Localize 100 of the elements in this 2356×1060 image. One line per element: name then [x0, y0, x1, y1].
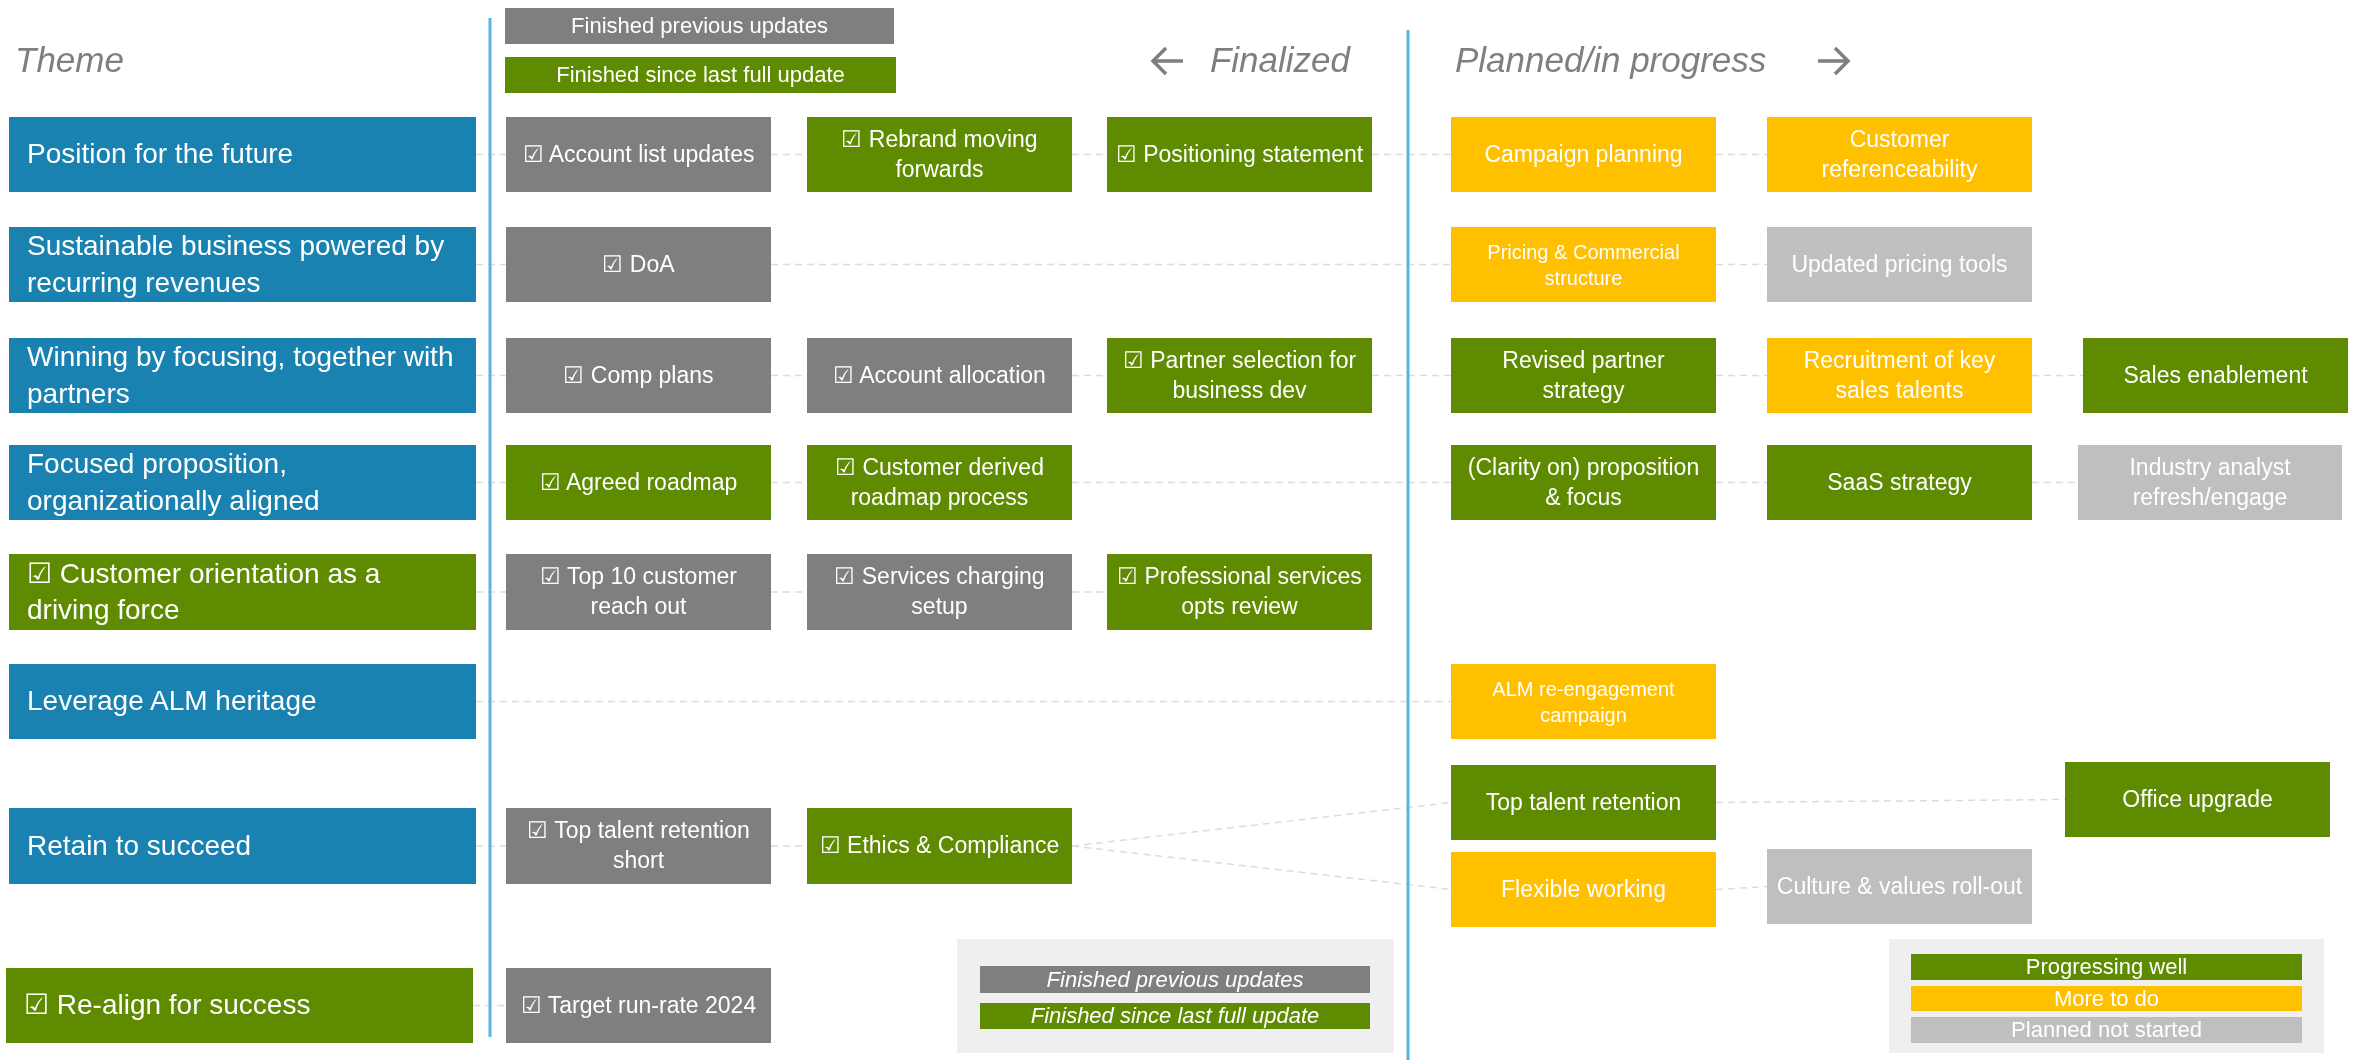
connector-line [1715, 263, 1768, 266]
connector-line [1371, 374, 1452, 377]
task-label: ☑ Partner selection for business dev [1121, 345, 1358, 405]
connector-line [2031, 374, 2084, 377]
task-label: ☑ Top 10 customer reach out [539, 562, 738, 621]
connector-line [770, 263, 1452, 266]
task-box [807, 338, 1072, 413]
legend-label: More to do [2053, 985, 2160, 1012]
theme-label: Retain to succeed [27, 828, 252, 863]
task-label: ALM re-engagement campaign [1491, 676, 1676, 728]
task-label: Customer referenceability [1820, 124, 1979, 184]
legend-label: Finished previous updates [571, 13, 828, 39]
connector-line [1715, 374, 1768, 377]
connector-line [472, 1004, 507, 1007]
theme-label: Position for the future [27, 137, 294, 172]
task-box [807, 808, 1072, 884]
column-heading: Theme [15, 40, 124, 80]
task-box [1107, 117, 1372, 192]
task-label: Campaign planning [1484, 139, 1683, 169]
task-label: Top talent retention [1485, 787, 1682, 817]
task-box [506, 117, 771, 192]
task-box [1451, 664, 1716, 739]
task-label: ☑ Top talent retention short [526, 816, 751, 875]
task-label: ☑ Account list updates [522, 139, 755, 169]
task-label: ☑ DoA [602, 249, 675, 279]
task-box [1451, 117, 1716, 192]
connector-line [1715, 885, 1768, 891]
legend-label: Planned not started [2011, 1017, 2202, 1043]
task-box [1767, 117, 2032, 192]
task-label: ☑ Services charging setup [833, 562, 1046, 621]
task-label: SaaS strategy [1827, 467, 1972, 497]
task-box [506, 554, 771, 630]
legend-label: Progressing well [2025, 954, 2188, 980]
task-box [506, 808, 771, 884]
legend-label: Finished since last full update [556, 62, 845, 88]
task-box [1451, 852, 1716, 927]
theme-label: Leverage ALM heritage [27, 684, 317, 719]
task-box [1107, 338, 1372, 413]
task-label: ☑ Comp plans [563, 360, 714, 390]
theme-label: ☑ Customer orientation as a driving force [27, 556, 382, 627]
task-box [807, 445, 1072, 520]
task-label: ☑ Target run-rate 2024 [520, 990, 757, 1020]
connector-line [1371, 153, 1452, 156]
theme-box [9, 554, 476, 630]
task-label: (Clarity on) proposition & focus [1466, 452, 1701, 512]
task-box [807, 117, 1072, 192]
theme-label: ☑ Re-align for success [24, 988, 311, 1023]
theme-box [6, 968, 473, 1043]
connector-line [475, 481, 507, 484]
theme-box [9, 117, 476, 192]
task-box [1451, 445, 1716, 520]
task-box [1451, 765, 1716, 840]
task-box [1767, 849, 2032, 924]
theme-box [9, 227, 476, 302]
task-box [1451, 227, 1716, 302]
column-heading: Finalized [1209, 40, 1350, 80]
task-box [506, 338, 771, 413]
task-box [1767, 445, 2032, 520]
task-label: ☑ Professional services opts review [1116, 562, 1363, 621]
theme-label: Sustainable business powered by recurring revenues [27, 229, 446, 300]
connector-line [1715, 153, 1768, 156]
task-box [1767, 227, 2032, 302]
theme-box [9, 445, 476, 520]
task-box [506, 227, 771, 302]
task-box [506, 968, 771, 1043]
column-heading: Planned/in progress [1455, 40, 1767, 80]
task-box [2083, 338, 2348, 413]
task-box [506, 445, 771, 520]
task-label: Revised partner strategy [1501, 345, 1666, 405]
task-label: ☑ Rebrand moving forwards [840, 124, 1039, 184]
task-box [807, 554, 1072, 630]
task-label: Recruitment of key sales talents [1802, 345, 1997, 405]
task-label: ☑ Agreed roadmap [539, 467, 738, 497]
legend-label: Finished since last full update [1030, 1003, 1320, 1029]
connector-line [475, 153, 507, 156]
task-box [2065, 762, 2330, 837]
task-box [1451, 338, 1716, 413]
connector-line [1071, 481, 1452, 484]
task-label: Pricing & Commercial structure [1486, 239, 1681, 291]
connector-line [475, 263, 507, 266]
theme-box [9, 664, 476, 739]
task-label: ☑ Ethics & Compliance [819, 831, 1060, 861]
connector-line [1071, 845, 1452, 891]
task-label: Sales enablement [2123, 360, 2308, 390]
task-box [1767, 338, 2032, 413]
connector-line [475, 374, 507, 377]
task-box [2078, 445, 2342, 520]
task-label: ☑ Customer derived roadmap process [834, 452, 1045, 512]
theme-label: Winning by focusing, together with partners [27, 340, 455, 411]
theme-box [9, 808, 476, 884]
task-label: Industry analyst refresh/engage [2128, 452, 2292, 512]
task-box [1107, 554, 1372, 630]
task-label: Flexible working [1501, 874, 1666, 904]
connector-line [1715, 481, 1768, 484]
legend-label: Finished previous updates [1046, 966, 1304, 993]
task-label: Culture & values roll-out [1776, 871, 2023, 901]
connector-line [1071, 801, 1452, 847]
task-label: ☑ Account allocation [833, 360, 1046, 390]
theme-label: Focused proposition, organizationally aligned [27, 447, 321, 518]
connector-line [475, 700, 1452, 703]
